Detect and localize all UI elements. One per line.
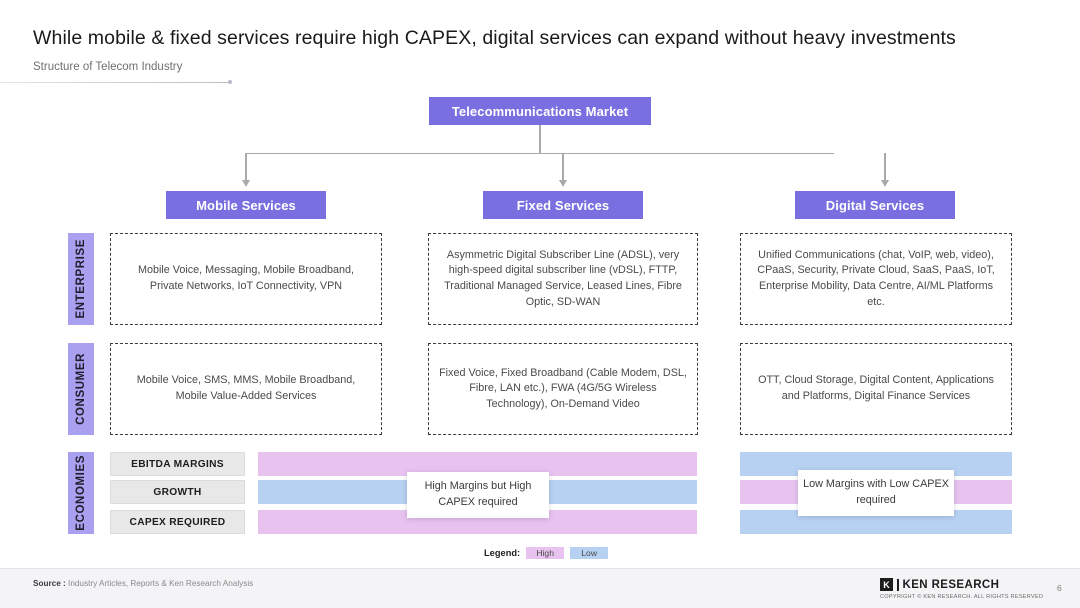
ken-research-logo-icon: K <box>880 578 893 591</box>
legend-chip-high: High <box>526 547 565 559</box>
connector-branch-mobile <box>245 153 247 181</box>
brand-logo: K KEN RESEARCH <box>880 578 999 591</box>
metric-label-capex-required: CAPEX REQUIRED <box>110 510 245 534</box>
band-label-enterprise-text: ENTERPRISE <box>75 239 87 319</box>
band-label-economies: ECONOMIES <box>68 452 94 534</box>
title-divider-dot <box>228 79 232 84</box>
brand-name: KEN RESEARCH <box>902 578 1000 591</box>
band-label-consumer-text: CONSUMER <box>75 353 87 425</box>
node-digital-services[interactable]: Digital Services <box>795 191 955 219</box>
band-label-enterprise: ENTERPRISE <box>68 233 94 325</box>
arrow-head-digital-icon <box>880 180 889 187</box>
source-note: Source : Industry Articles, Reports & Ke… <box>33 579 253 588</box>
arrow-head-fixed-icon <box>558 180 567 187</box>
band-label-consumer: CONSUMER <box>68 343 94 435</box>
connector-branch-digital <box>884 153 886 181</box>
band-label-economies-text: ECONOMIES <box>75 455 87 531</box>
node-fixed-services[interactable]: Fixed Services <box>483 191 643 219</box>
cell-enterprise-mobile: Mobile Voice, Messaging, Mobile Broadban… <box>110 233 382 325</box>
arrow-head-mobile-icon <box>241 180 250 187</box>
source-text: Industry Articles, Reports & Ken Researc… <box>68 579 254 588</box>
callout-mobile-fixed-economics: High Margins but High CAPEX required <box>407 472 549 518</box>
cell-enterprise-fixed: Asymmetric Digital Subscriber Line (ADSL… <box>428 233 698 325</box>
page-title: While mobile & fixed services require hi… <box>33 27 956 49</box>
page-subtitle: Structure of Telecom Industry <box>33 61 183 73</box>
metric-label-ebitda-margins: EBITDA MARGINS <box>110 452 245 476</box>
metric-label-growth: GROWTH <box>110 480 245 504</box>
footer-bar <box>0 568 1080 608</box>
node-mobile-services[interactable]: Mobile Services <box>166 191 326 219</box>
legend: Legend: High Low <box>484 547 609 559</box>
connector-horizontal-bus <box>246 152 834 154</box>
cell-consumer-mobile: Mobile Voice, SMS, MMS, Mobile Broadband… <box>110 343 382 435</box>
legend-title: Legend: <box>484 548 521 558</box>
callout-digital-economics: Low Margins with Low CAPEX required <box>798 470 954 516</box>
legend-chip-low: Low <box>570 547 609 559</box>
brand-divider <box>897 578 899 591</box>
source-label: Source : <box>33 579 66 588</box>
node-telecommunications-market[interactable]: Telecommunications Market <box>429 97 651 125</box>
cell-consumer-fixed: Fixed Voice, Fixed Broadband (Cable Mode… <box>428 343 698 435</box>
connector-root-stem <box>539 125 541 153</box>
cell-enterprise-digital: Unified Communications (chat, VoIP, web,… <box>740 233 1012 325</box>
connector-branch-fixed <box>562 153 564 181</box>
copyright-text: COPYRIGHT © KEN RESEARCH. ALL RIGHTS RES… <box>880 594 1044 600</box>
cell-consumer-digital: OTT, Cloud Storage, Digital Content, App… <box>740 343 1012 435</box>
title-divider <box>0 82 232 83</box>
page-number: 6 <box>1057 583 1062 593</box>
